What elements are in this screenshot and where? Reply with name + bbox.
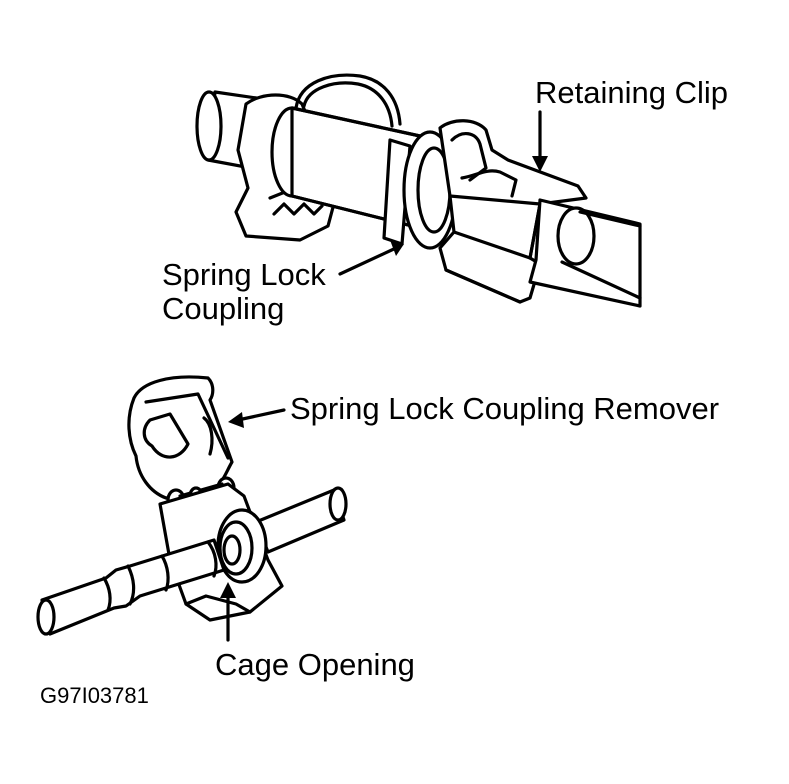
retaining-clip-label: Retaining Clip bbox=[535, 75, 728, 110]
spring-lock-label-line2: Coupling bbox=[162, 291, 285, 326]
bottom-right-tube bbox=[254, 486, 348, 554]
retaining-clip-body bbox=[438, 119, 588, 304]
bottom-left-tube bbox=[36, 538, 226, 636]
coupling-cage bbox=[216, 508, 268, 584]
retaining-clip-arrow bbox=[532, 110, 548, 172]
spring-lock-label-line1: Spring Lock bbox=[162, 257, 326, 292]
top-coupling-assembly bbox=[195, 73, 642, 308]
spring-lock-collar bbox=[382, 130, 458, 250]
clip-wire-loop bbox=[294, 73, 402, 128]
spring-lock-arrow bbox=[338, 240, 404, 276]
cage-opening-arrow bbox=[220, 582, 236, 642]
spring-lock-coupling-label: Spring Lock Coupling bbox=[162, 258, 326, 326]
bottom-remover-assembly bbox=[36, 375, 348, 636]
remover-upper-half bbox=[127, 375, 234, 500]
cage-opening-label: Cage Opening bbox=[215, 647, 415, 682]
right-tube bbox=[528, 198, 642, 308]
remover-label: Spring Lock Coupling Remover bbox=[290, 391, 720, 426]
figure-code: G97I03781 bbox=[40, 683, 149, 708]
remover-arrow bbox=[228, 408, 286, 428]
